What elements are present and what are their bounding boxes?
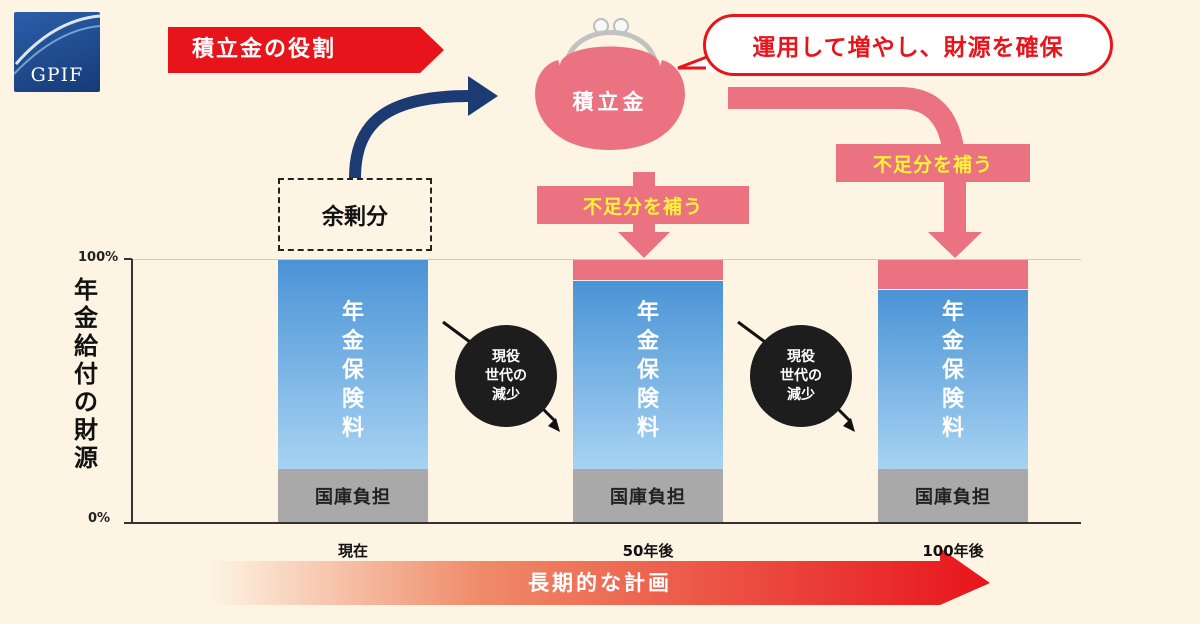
fund-label: 積立金: [572, 90, 648, 114]
bar-national-current: 国庫負担: [278, 469, 428, 522]
long-term-plan-label: 長期的な計画: [528, 571, 672, 595]
surplus-box: 余剰分: [278, 178, 432, 251]
logo-swoosh-icon: [14, 14, 100, 75]
y-label-0: 0%: [88, 511, 111, 526]
purse-icon: [535, 18, 685, 150]
decline-circle-2-line3: 減少: [787, 386, 815, 403]
x-label-current: 現在: [337, 542, 368, 560]
premium-label-100yr: 年金保険料: [941, 300, 964, 441]
bar-national-50yr: 国庫負担: [573, 469, 723, 522]
y-label-100: 100%: [78, 250, 119, 265]
decline-circle-1-line3: 減少: [492, 386, 520, 403]
bar-fund-50yr: [573, 260, 723, 280]
decline-circle-2-line2: 世代の: [780, 367, 822, 384]
shortfall-label-100yr: 不足分を補う: [836, 144, 1030, 182]
shortfall-label-50yr: 不足分を補う: [537, 186, 749, 224]
long-term-plan-arrow: [210, 548, 990, 605]
surplus-to-fund-arrowhead: [468, 76, 498, 116]
decline-circle-1-line1: 現役: [492, 348, 520, 365]
gpif-logo: GPIF: [14, 12, 100, 92]
x-label-50yr: 50年後: [622, 542, 674, 560]
role-banner-arrow: [168, 27, 444, 73]
surplus-to-fund-arrow: [349, 90, 471, 179]
role-title: 積立金の役割: [192, 37, 337, 62]
y-axis-title: 年金給付の財源: [74, 276, 98, 472]
tick-100: [124, 258, 132, 260]
y-axis: [131, 259, 133, 524]
decline-circle-2-line1: 現役: [787, 348, 815, 365]
x-label-100yr: 100年後: [922, 542, 984, 560]
gridline-100: [131, 259, 1081, 260]
bar-premium-current: [278, 260, 428, 469]
bar-premium-100yr: [878, 290, 1028, 469]
bar-fund-100yr: [878, 260, 1028, 289]
fund-to-50yr-arrowhead: [618, 232, 670, 258]
decline-circle-2: 現役 世代の 減少: [750, 325, 852, 427]
decline-circle-1-line2: 世代の: [485, 367, 527, 384]
premium-label-50yr: 年金保険料: [636, 300, 659, 441]
decline-circle-1: 現役 世代の 減少: [455, 325, 557, 427]
bar-premium-50yr: [573, 281, 723, 469]
fund-to-100yr-arrowhead: [928, 232, 982, 258]
bar-national-100yr: 国庫負担: [878, 469, 1028, 522]
x-axis: [131, 522, 1081, 524]
tick-0: [124, 522, 132, 524]
speech-bubble: 運用して増やし、財源を確保: [703, 14, 1113, 76]
premium-label-current: 年金保険料: [341, 300, 364, 441]
logo-text: GPIF: [30, 64, 84, 86]
